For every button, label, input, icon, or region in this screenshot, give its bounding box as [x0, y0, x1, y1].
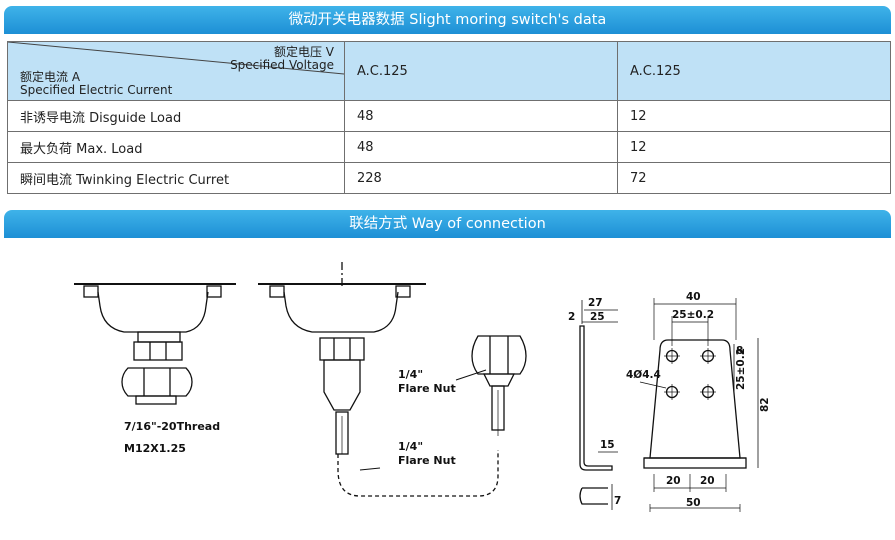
dim-8: 8 [736, 345, 743, 357]
switch-thread-drawing [74, 283, 236, 405]
header-diagonal-cell: 额定电压 V Specified Voltage 额定电流 A Specifie… [7, 41, 345, 101]
technical-drawing: 7/16"-20Thread M12X1.25 1/4" Flare Nut 1… [74, 262, 771, 512]
dim-25: 25 [590, 311, 605, 323]
spec-table: 额定电压 V Specified Voltage 额定电流 A Specifie… [7, 41, 891, 194]
metric-thread-label: M12X1.25 [124, 442, 186, 455]
row-value-1: 48 [344, 131, 618, 163]
diagonal-line [8, 42, 345, 75]
row-label: 瞬间电流 Twinking Electric Curret [7, 162, 345, 194]
dim-82: 82 [759, 397, 771, 412]
dim-20-left: 20 [666, 475, 681, 487]
row-label: 非诱导电流 Disguide Load [7, 100, 345, 132]
flare-size-label-2: 1/4" [398, 440, 423, 453]
dim-50: 50 [686, 497, 701, 509]
current-label-cn: 额定电流 A [20, 70, 81, 84]
flare-nut-label-1: Flare Nut [398, 382, 456, 395]
voltage-label-cn: 额定电压 V [273, 45, 334, 59]
row-value-1: 48 [344, 100, 618, 132]
dim-15: 15 [600, 439, 615, 451]
dim-25-tolerance: 25±0.2 [672, 309, 714, 321]
bracket-side-drawing [579, 300, 618, 510]
current-label: 额定电流 A Specified Electric Current [20, 71, 172, 97]
dim-25-vertical: 25±0.2 [735, 348, 747, 390]
dim-40: 40 [686, 291, 701, 303]
connection-section-title: 联结方式 Way of connection [4, 210, 891, 238]
connection-drawings: 7/16"-20Thread M12X1.25 1/4" Flare Nut 1… [0, 240, 895, 536]
dim-27: 27 [588, 297, 603, 309]
table-row: 最大负荷 Max. Load 48 12 [7, 131, 891, 163]
header-col-2: A.C.125 [617, 41, 891, 101]
flare-connection-drawing [258, 262, 527, 497]
row-label: 最大负荷 Max. Load [7, 131, 345, 163]
row-value-1: 228 [344, 162, 618, 194]
row-value-2: 12 [617, 100, 891, 132]
table-row: 非诱导电流 Disguide Load 48 12 [7, 100, 891, 132]
spec-section-title: 微动开关电器数据 Slight moring switch's data [4, 6, 891, 34]
dim-2: 2 [568, 311, 575, 323]
voltage-label-en: Specified Voltage [230, 58, 334, 72]
bracket-front-drawing [639, 298, 759, 512]
current-label-en: Specified Electric Current [20, 83, 173, 97]
header-col-1: A.C.125 [344, 41, 618, 101]
dim-20-right: 20 [700, 475, 715, 487]
row-value-2: 12 [617, 131, 891, 163]
flare-nut-label-2: Flare Nut [398, 454, 456, 467]
dim-hole: 4Ø4.4 [626, 369, 661, 381]
dim-7: 7 [614, 495, 621, 507]
thread-label: 7/16"-20Thread [124, 420, 220, 433]
row-value-2: 72 [617, 162, 891, 194]
table-row: 瞬间电流 Twinking Electric Curret 228 72 [7, 162, 891, 194]
spec-table-header: 额定电压 V Specified Voltage 额定电流 A Specifie… [7, 41, 891, 101]
flare-size-label-1: 1/4" [398, 368, 423, 381]
voltage-label: 额定电压 V Specified Voltage [230, 46, 334, 72]
